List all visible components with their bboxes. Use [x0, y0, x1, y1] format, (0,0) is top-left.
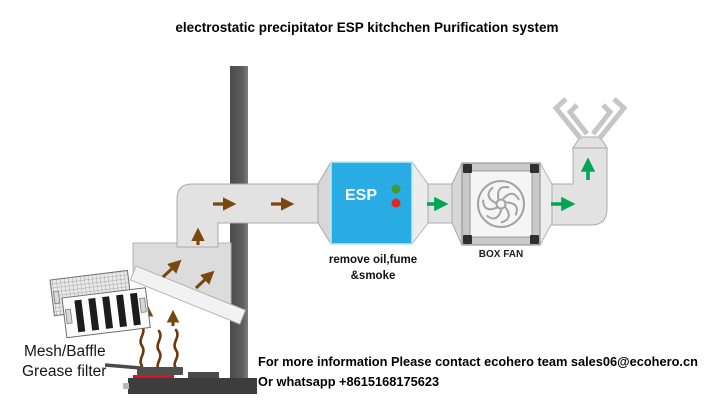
cap-right-arm-inner [591, 103, 614, 136]
baffle-bar [129, 292, 141, 326]
contact-line2: Or whatsapp +8615168175623 [258, 374, 439, 389]
frying-pan [137, 367, 183, 375]
fan-corner-bracket [463, 235, 472, 244]
baffle-bar [74, 299, 86, 333]
hood-flow-arrow [194, 270, 215, 290]
cap-right-arm [597, 97, 628, 141]
esp-green-indicator [391, 184, 401, 194]
exhaust-duct [551, 97, 628, 226]
smoke-wave [156, 329, 162, 372]
esp-inlet-transition [317, 160, 332, 246]
baffle-bar [116, 294, 127, 328]
smoke-wave [173, 328, 179, 370]
roof-cap [552, 97, 628, 149]
esp-outlet-transition [411, 160, 429, 246]
burner-element [133, 375, 174, 380]
pan-handle [104, 363, 142, 370]
cap-left-arm [552, 97, 583, 141]
page-title: electrostatic precipitator ESP kitchchen… [175, 20, 558, 35]
baffle-bar [88, 297, 100, 331]
stove-knob [123, 383, 129, 389]
stove-base [128, 378, 257, 394]
hood-filter-panel [129, 265, 247, 325]
smoke-wave [139, 324, 145, 368]
fan-blade-icon [477, 180, 525, 228]
hood-flow-arrow [161, 259, 182, 279]
esp-caption-line1: remove oil,fume [329, 254, 417, 266]
fan-corner-bracket [463, 164, 472, 173]
box-fan-unit: BOX FAN [451, 161, 553, 260]
baffle-filter-handle [139, 297, 147, 313]
filter-label-line2: Grease filter [22, 363, 106, 380]
baffle-filter-handle [65, 308, 73, 325]
fan-corner-bracket [530, 164, 539, 173]
grease-filters: Mesh/Baffle Grease filter [22, 269, 151, 380]
cap-left-arm-inner [566, 103, 589, 136]
stove [104, 363, 257, 394]
support-pillar [230, 66, 248, 393]
esp-label: ESP [345, 187, 377, 204]
filter-label-line1: Mesh/Baffle [24, 343, 106, 360]
mesh-filter-handle [53, 290, 61, 305]
fan-outlet-transition [539, 161, 553, 246]
box-fan-label: BOX FAN [479, 249, 523, 260]
stove-plate [188, 372, 219, 378]
esp-caption-line2: &smoke [351, 270, 396, 282]
fan-corner-bracket [530, 235, 539, 244]
baffle-bar [102, 296, 114, 329]
fan-inlet-transition [451, 162, 463, 246]
esp-red-indicator [391, 198, 401, 208]
exhaust-elbow [551, 147, 608, 226]
contact-line1: For more information Please contact ecoh… [258, 354, 698, 369]
main-duct [176, 183, 319, 248]
esp-unit: ESP remove oil,fume &smoke [317, 160, 429, 282]
kitchen-hood [129, 242, 247, 325]
